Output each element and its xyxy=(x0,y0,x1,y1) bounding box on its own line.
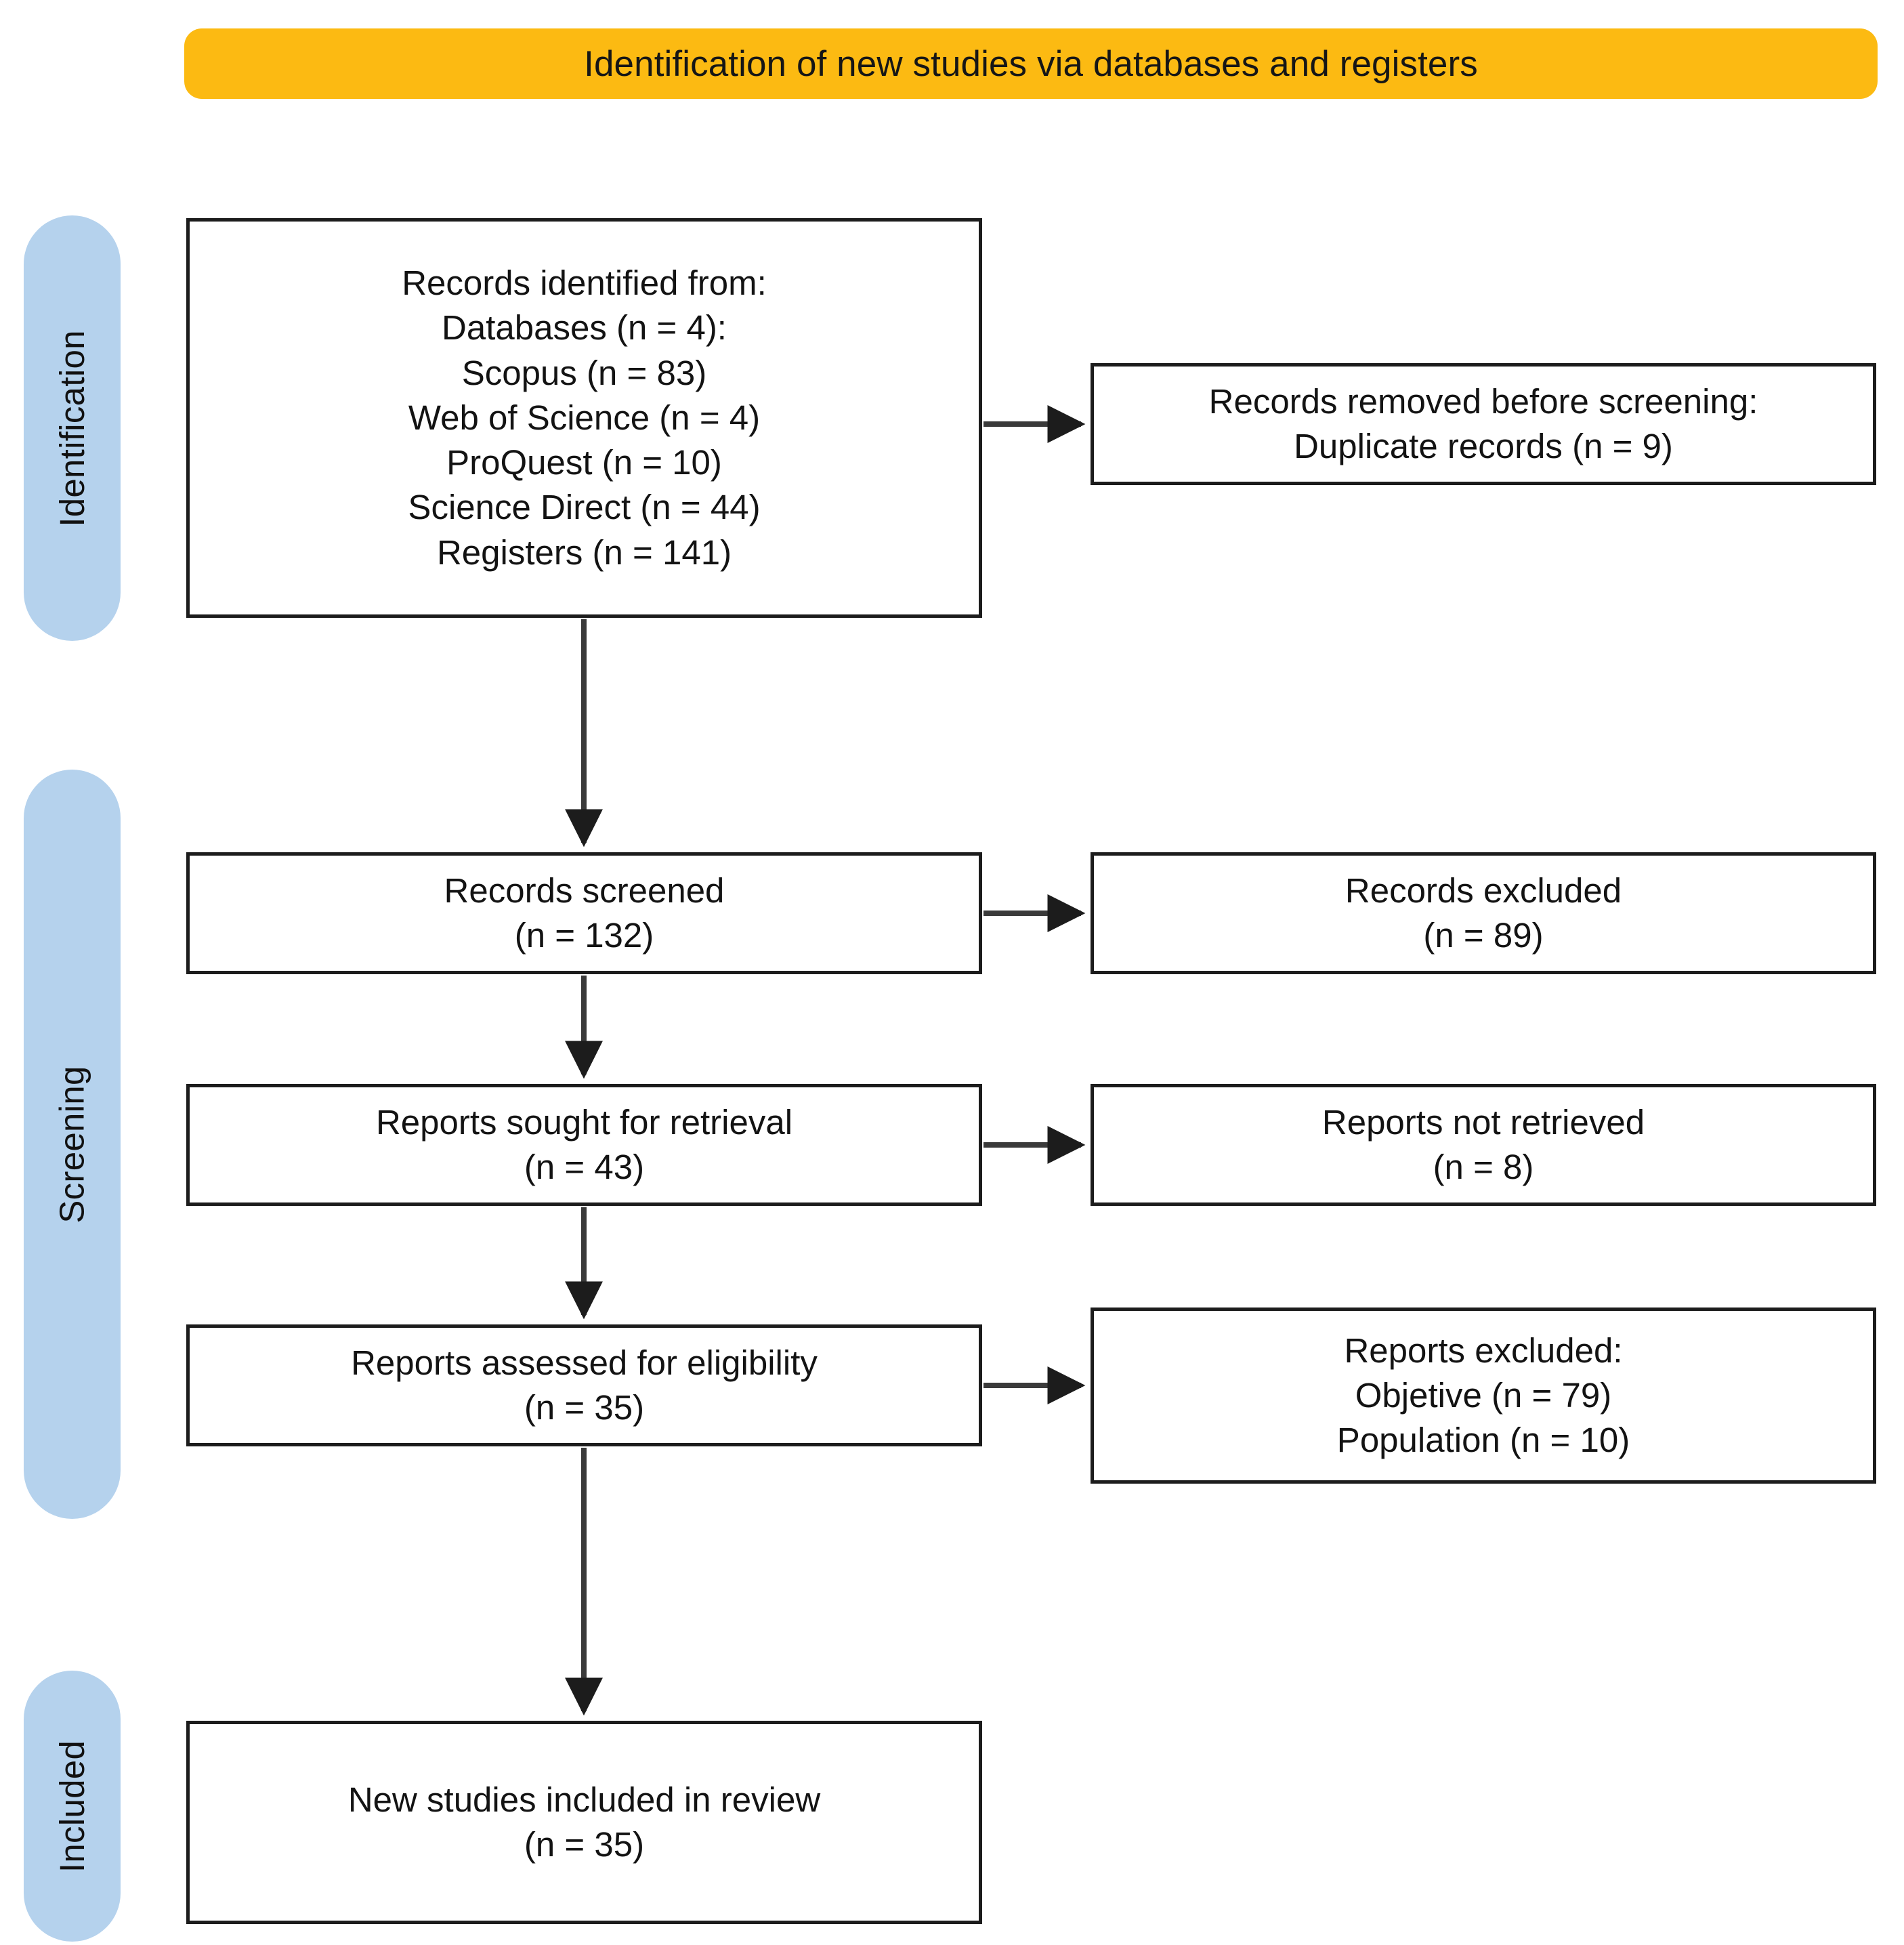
box-line: Databases (n = 4): xyxy=(442,308,727,348)
box-line: Objetive (n = 79) xyxy=(1355,1375,1612,1415)
box-records-removed-before-screening: Records removed before screening: Duplic… xyxy=(1091,363,1876,485)
box-line: Reports sought for retrieval xyxy=(375,1102,793,1142)
stage-label-screening: Screening xyxy=(53,1065,92,1224)
box-line: ProQuest (n = 10) xyxy=(446,443,722,482)
box-line: (n = 8) xyxy=(1433,1148,1534,1186)
box-line: (n = 43) xyxy=(524,1148,645,1186)
stage-label-included: Included xyxy=(53,1740,91,1873)
box-line: Records excluded xyxy=(1345,871,1622,910)
stage-label-identification: Identification xyxy=(53,329,91,527)
box-reports-not-retrieved: Reports not retrieved (n = 8) xyxy=(1091,1084,1876,1206)
stage-pill-included: Included xyxy=(24,1671,121,1942)
box-line: Registers (n = 141) xyxy=(436,532,732,572)
box-line: (n = 35) xyxy=(524,1825,645,1864)
box-line: Reports not retrieved xyxy=(1321,1102,1645,1142)
box-line: Records identified from: xyxy=(402,263,767,302)
box-line: Scopus (n = 83) xyxy=(461,353,707,392)
header-banner-title: Identification of new studies via databa… xyxy=(584,43,1478,84)
box-line: Duplicate records (n = 9) xyxy=(1294,427,1673,465)
box-line: (n = 35) xyxy=(524,1388,645,1427)
box-line: Reports assessed for eligibility xyxy=(351,1343,818,1382)
box-new-studies-included-in-review: New studies included in review (n = 35) xyxy=(186,1721,982,1924)
stage-pill-identification: Identification xyxy=(24,215,121,641)
box-records-excluded: Records excluded (n = 89) xyxy=(1091,852,1876,974)
box-line: Records removed before screening: xyxy=(1208,381,1758,421)
box-line: (n = 132) xyxy=(514,916,654,955)
box-line: Records screened xyxy=(444,871,725,910)
box-line: Reports excluded: xyxy=(1344,1331,1623,1370)
box-line: Population (n = 10) xyxy=(1336,1421,1630,1460)
box-records-identified: Records identified from: Databases (n = … xyxy=(186,218,982,618)
box-records-screened: Records screened (n = 132) xyxy=(186,852,982,974)
box-reports-sought-for-retrieval: Reports sought for retrieval (n = 43) xyxy=(186,1084,982,1206)
header-banner: Identification of new studies via databa… xyxy=(184,28,1878,99)
box-line: Web of Science (n = 4) xyxy=(408,398,761,437)
box-line: (n = 89) xyxy=(1423,916,1544,955)
stage-pill-screening: Screening xyxy=(24,770,121,1519)
box-reports-assessed-for-eligibility: Reports assessed for eligibility (n = 35… xyxy=(186,1324,982,1446)
box-line: Science Direct (n = 44) xyxy=(408,488,761,527)
box-reports-excluded: Reports excluded: Objetive (n = 79) Popu… xyxy=(1091,1308,1876,1484)
box-line: New studies included in review xyxy=(347,1780,821,1819)
